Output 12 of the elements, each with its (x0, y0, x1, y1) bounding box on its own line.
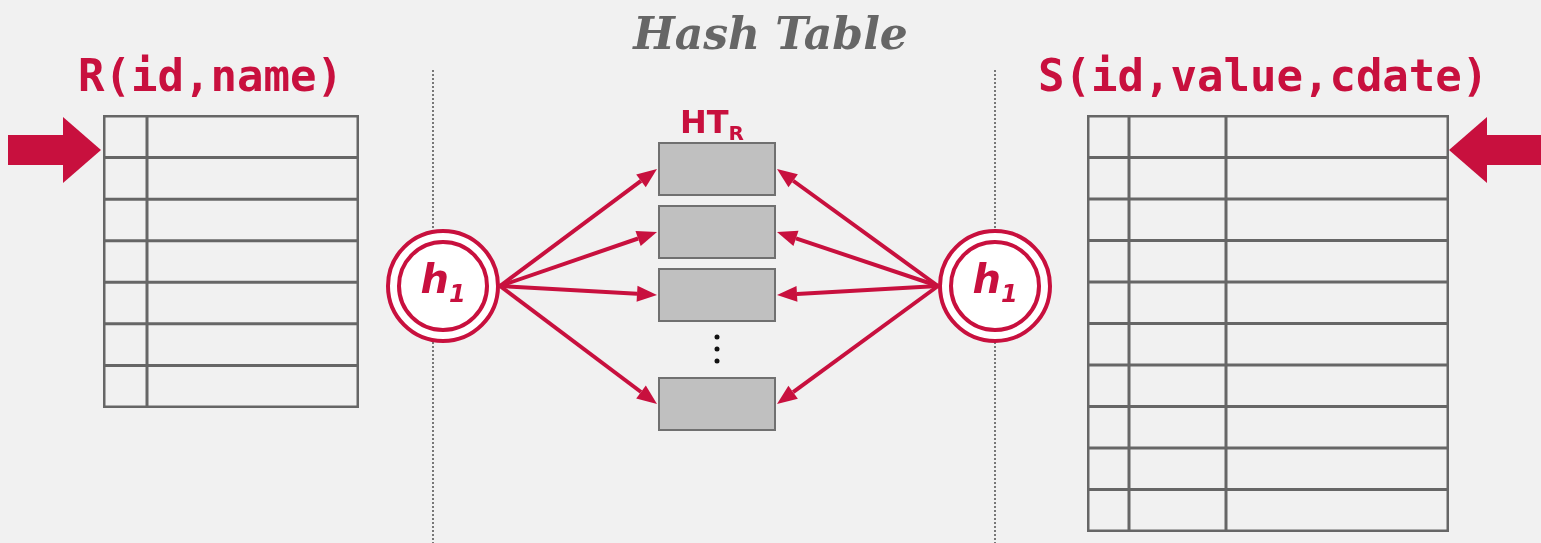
diagram-title: Hash Table (633, 7, 908, 61)
hash-bucket (658, 268, 776, 322)
hash-bucket (658, 377, 776, 431)
block-arrow (1449, 117, 1541, 183)
table-name: R(id,name) (78, 50, 343, 102)
hash-bucket (658, 205, 776, 259)
table-name: S(id,value,cdate) (1038, 50, 1489, 102)
hash-table-label: HT$_{R}$ (680, 102, 744, 148)
hash-function-name: h$_{1}$ (972, 256, 1018, 310)
block-arrow (8, 117, 101, 183)
hash-bucket (658, 142, 776, 196)
hash-function-name: h$_{1}$ (420, 256, 466, 310)
